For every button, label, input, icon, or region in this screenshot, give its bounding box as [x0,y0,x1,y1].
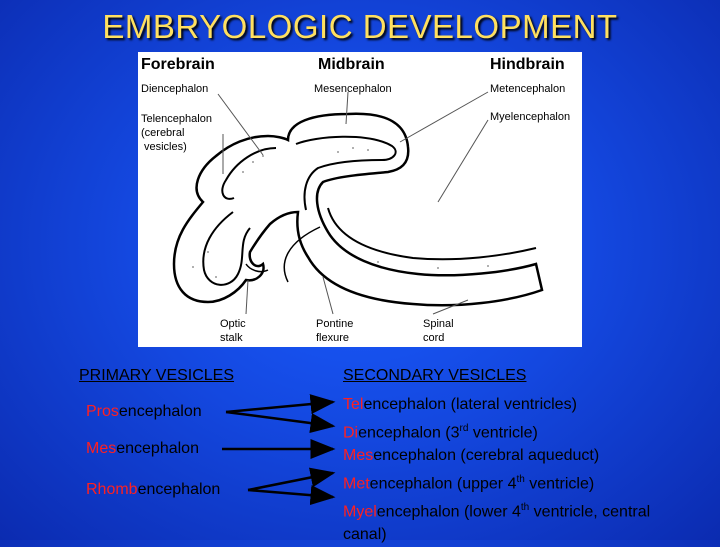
secondary-vesicle-myelencephalon: Myelencephalon (lower 4th ventricle, cen… [343,501,651,520]
label-metencephalon: Metencephalon [490,83,566,95]
secondary-vesicles-heading: SECONDARY VESICLES [343,367,527,384]
label-optic-stalk: stalk [220,332,243,344]
label-spinal-cord: cord [423,332,445,344]
brain-outline [172,112,544,307]
brain-drawing [172,91,544,315]
secondary-vesicle-telencephalon: Telencephalon (lateral ventricles) [343,396,577,413]
label-diencephalon: Diencephalon [141,83,209,95]
arrow-rhomb-to-myel [247,485,336,506]
label-mesencephalon: Mesencephalon [314,83,392,95]
label-spinal: Spinal [423,318,454,330]
label-telencephalon-vesicles: vesicles) [144,141,187,153]
label-pontine-flexure: flexure [316,332,350,344]
arrow-pros-to-di [225,410,336,433]
label-telencephalon-cerebral: (cerebral [141,127,185,139]
primary-vesicle-mesencephalon: Mesencephalon [86,440,199,457]
primary-vesicles-heading: PRIMARY VESICLES [79,367,235,384]
label-myelencephalon: Myelencephalon [490,111,571,123]
label-midbrain: Midbrain [318,56,385,73]
label-hindbrain: Hindbrain [490,56,565,73]
slide-title: EMBRYOLOGIC DEVELOPMENT [102,8,618,45]
primary-vesicle-prosencephalon: Prosencephalon [86,403,202,420]
primary-vesicle-rhombencephalon: Rhombencephalon [86,481,221,498]
brain-vesicle-diagram: Forebrain Midbrain Hindbrain Diencephalo… [138,52,582,347]
secondary-vesicle-diencephalon: Diencephalon (3rd ventricle) [343,422,538,441]
label-optic: Optic [220,318,246,330]
label-forebrain: Forebrain [141,56,215,73]
secondary-vesicle-mesencephalon: Mesencephalon (cerebral aqueduct) [343,447,600,465]
label-pontine: Pontine [316,318,354,330]
arrow-rhomb-to-met [247,467,336,492]
secondary-vesicle-metencephalon: Metencephalon (upper 4th ventricle) [343,473,595,493]
secondary-vesicle-myelencephalon-cont: canal) [343,526,387,544]
arrow-pros-to-tel [225,394,336,415]
secondary-vesicles-list: Telencephalon (lateral ventricles) Dienc… [343,393,713,547]
label-telencephalon: Telencephalon [141,113,212,125]
